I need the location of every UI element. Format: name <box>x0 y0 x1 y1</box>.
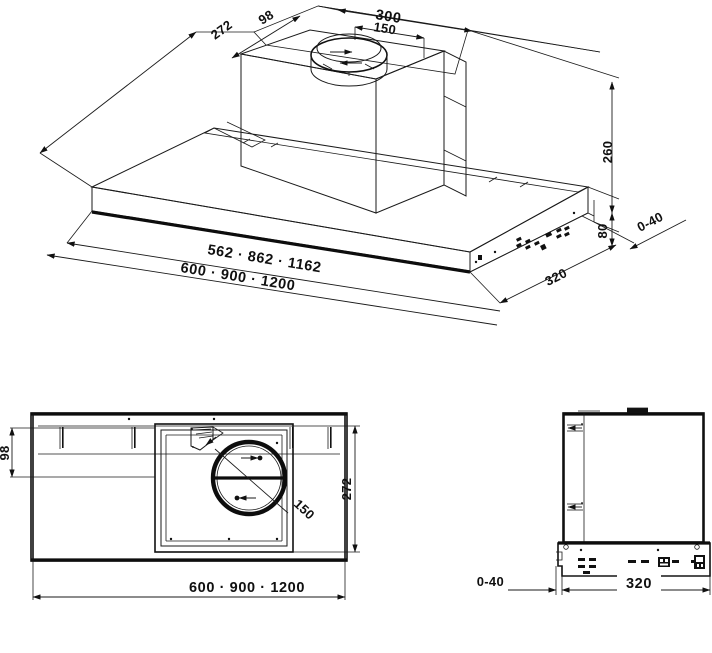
dim-label-260: 260 <box>600 141 615 164</box>
dim-iso-150: 150 <box>354 19 425 58</box>
dim-label-side-0-40: 0-40 <box>477 574 504 589</box>
dim-iso-98: 98 <box>231 7 301 59</box>
dim-label-150: 150 <box>373 19 398 37</box>
side-lower-panel <box>556 541 711 577</box>
plan-drawer-band <box>38 425 340 455</box>
side-rail-column <box>567 413 585 542</box>
iso-duct-outlet <box>310 33 388 87</box>
side-switch-icon <box>658 557 670 567</box>
dim-plan-98: 98 <box>0 427 155 478</box>
dim-label-300: 300 <box>374 7 402 27</box>
dim-label-80: 80 <box>595 223 610 238</box>
iso-right-riser <box>443 50 467 197</box>
plan-duct-circle <box>210 439 288 517</box>
dim-label-side-320: 320 <box>626 576 652 592</box>
side-roof-tab <box>578 407 648 413</box>
side-view: 0-40 320 <box>477 407 711 595</box>
iso-left-tab <box>213 121 266 148</box>
dim-side-320: 320 <box>561 575 711 595</box>
dim-iso-80: 80 <box>593 212 620 247</box>
dim-label-plan-widths: 600 · 900 · 1200 <box>189 580 305 596</box>
dim-label-plan-98: 98 <box>0 445 12 460</box>
dim-iso-300: 300 <box>317 5 473 33</box>
plan-view: 150 98 <box>0 412 360 600</box>
dim-label-plan-272: 272 <box>339 478 354 501</box>
iso-drawer-seam <box>203 127 589 193</box>
dim-iso-260: 260 <box>467 29 620 214</box>
plan-damper-detail <box>190 426 224 451</box>
side-socket-icon <box>694 555 705 569</box>
dim-plan-272: 272 <box>293 425 360 553</box>
plan-motor-compartment <box>127 417 294 553</box>
dim-label-98: 98 <box>256 7 277 28</box>
dim-side-0-40: 0-40 <box>477 566 557 595</box>
dim-plan-widths: 600 · 900 · 1200 <box>32 561 346 600</box>
